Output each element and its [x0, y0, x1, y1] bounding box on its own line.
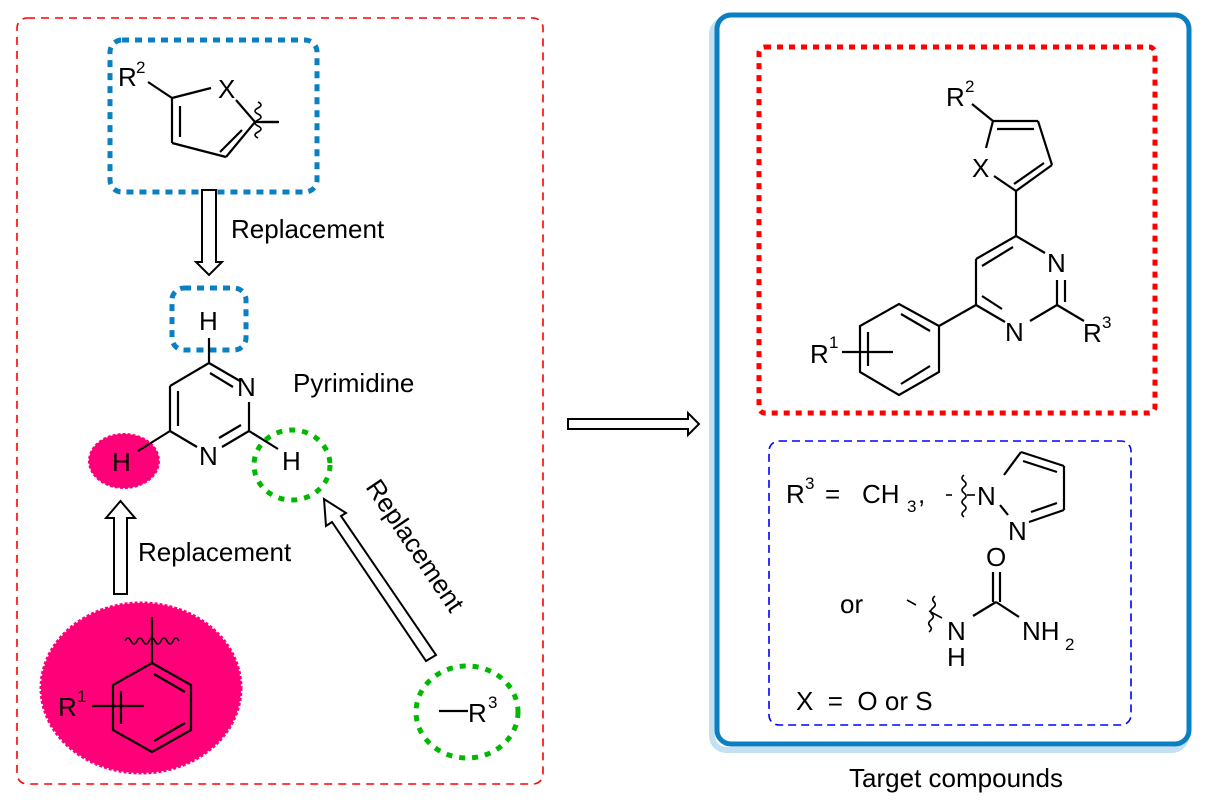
wavy-bond-icon — [124, 637, 180, 645]
target-core-structure: R 2 X N N R 3 R 1 — [810, 77, 1111, 397]
r3-superscript-target: 3 — [1102, 313, 1111, 332]
r3-label-left: R — [468, 698, 487, 728]
urea-nh2: NH — [1022, 616, 1060, 646]
urea-h: H — [947, 642, 966, 672]
h6-atom: H — [112, 447, 131, 477]
hetero-atom-x: X — [218, 74, 235, 104]
heteroaryl-fragment-box — [107, 37, 320, 195]
replacement-arrow-up — [103, 499, 138, 595]
substituent-definition-box — [768, 440, 1132, 726]
methyl-label: CH — [862, 479, 900, 509]
methyl-subscript: 3 — [907, 497, 916, 516]
r3-superscript-left: 3 — [488, 693, 497, 712]
comma: , — [918, 479, 925, 509]
r1-superscript-target: 1 — [829, 333, 838, 352]
or-label: or — [840, 589, 863, 619]
x-atom-target: X — [972, 153, 989, 183]
urea-oxygen: O — [986, 542, 1006, 572]
r3-label-target: R — [1083, 318, 1102, 348]
wavy-bond-icon — [927, 595, 937, 633]
n3-atom-target: N — [1047, 248, 1066, 278]
r1-label-left: R — [58, 692, 77, 722]
urea-n: N — [947, 616, 966, 646]
left-panel-box — [16, 17, 544, 785]
pyrimidine-core: H N N H H — [112, 306, 301, 477]
wavy-bond-icon — [254, 101, 262, 139]
n1-atom-target: N — [1005, 317, 1024, 347]
r1-label-target: R — [810, 339, 829, 369]
core-structure-box — [756, 44, 1158, 416]
r3-definition-label: R — [786, 479, 805, 509]
retrosynthesis-arrow — [567, 410, 701, 438]
replacement-arrow-down — [193, 189, 225, 277]
r2-superscript-target: 2 — [965, 77, 974, 96]
aryl-fragment: R 1 — [58, 617, 193, 754]
x-definition: X = O or S — [796, 686, 933, 716]
n3-atom: N — [237, 372, 256, 402]
h6-highlight-ellipse — [88, 433, 160, 489]
replacement-label-top: Replacement — [231, 214, 385, 244]
r3-fragment-highlight — [413, 663, 521, 761]
pyrazole-n2: N — [1008, 516, 1027, 546]
urea-nh2-subscript: 2 — [1065, 635, 1074, 654]
r2-label: R — [118, 62, 137, 92]
h2-atom: H — [282, 446, 301, 476]
replacement-arrow-diagonal — [322, 497, 438, 663]
r2-label-target: R — [946, 82, 965, 112]
r3-fragment: R 3 — [439, 693, 497, 728]
h4-atom: H — [199, 306, 218, 336]
aryl-fragment-highlight — [39, 601, 243, 775]
h4-highlight-box — [169, 285, 249, 353]
r3-definition-superscript: 3 — [805, 474, 814, 493]
h2-highlight-circle — [251, 427, 333, 503]
target-compounds-box — [714, 12, 1192, 747]
replacement-label-diagonal: Replacement — [360, 474, 471, 618]
substituent-definitions: R 3 = CH 3 , N N or O NH 2 N H X = — [786, 450, 1074, 716]
wavy-bond-icon — [961, 474, 967, 518]
replacement-label-left: Replacement — [138, 537, 292, 567]
heteroaryl-fragment: R 2 X — [118, 58, 279, 159]
n1-atom: N — [199, 441, 218, 471]
r2-superscript: 2 — [136, 58, 145, 77]
equals-sign: = — [825, 479, 840, 509]
pyrazole-n1: N — [977, 481, 996, 511]
r1-superscript-left: 1 — [77, 687, 86, 706]
pyrimidine-label: Pyrimidine — [293, 368, 414, 398]
target-compounds-caption: Target compounds — [849, 763, 1063, 793]
